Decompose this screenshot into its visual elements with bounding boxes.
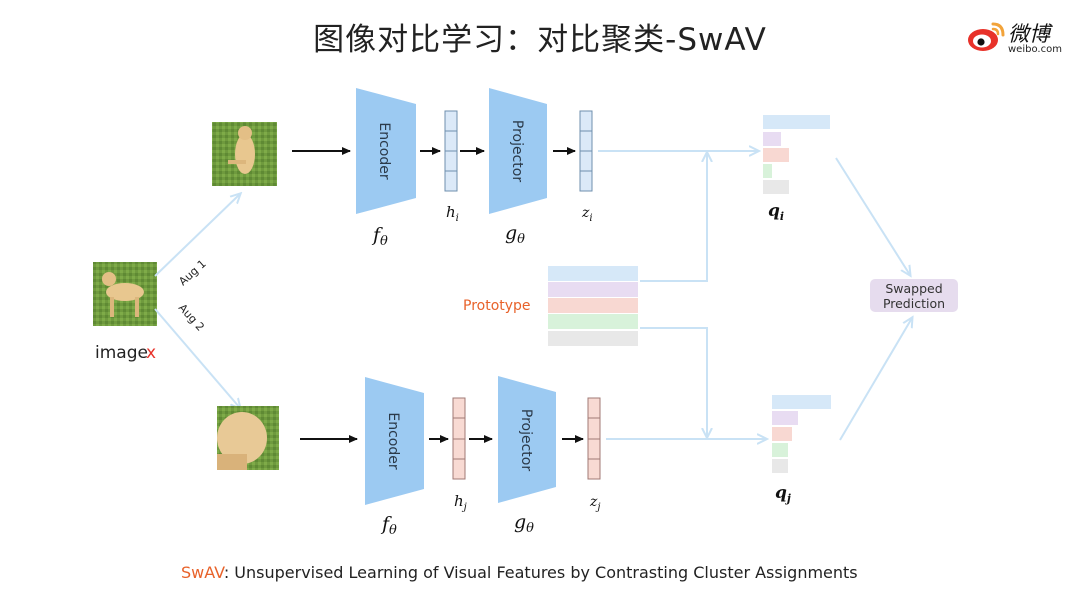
top-f-theta: fθ [371,224,388,249]
top-h-vector [444,110,458,192]
bottom-projector [498,376,556,503]
top-z-label: zi [581,205,593,224]
bottom-z-vector [587,397,601,480]
aug2-label: Aug 2 [176,301,207,333]
top-h-label: hi [446,203,459,224]
bottom-projector-label: Projector [518,409,534,471]
bottom-h-vector [452,397,466,480]
top-projector [489,88,547,214]
swapped-prediction-box [870,279,958,312]
bottom-g-theta: gθ [514,511,534,536]
swapped-label-line2: Prediction [883,296,945,311]
bottom-h-label: hj [454,492,467,513]
prototype-matrix [548,266,638,346]
aug2-arrow [154,308,240,408]
prototype-to-top-arrow [640,153,707,282]
weibo-eye-icon [968,22,1005,51]
bottom-f-theta: fθ [380,513,397,538]
input-image [93,262,157,326]
top-encoder [356,88,416,214]
bottom-q-bars [772,395,831,473]
top-projector-label: Projector [509,120,525,182]
weibo-logo: 微博 weibo.com [966,18,1066,58]
prototype-label: Prototype [463,298,531,314]
aug1-label: Aug 1 [176,257,208,288]
citation-text: : Unsupervised Learning of Visual Featur… [223,563,858,582]
bottom-q-label: qj [775,483,791,505]
slide-title: 图像对比学习：对比聚类-SwAV [313,22,767,58]
aug1-arrow [154,194,240,277]
bottom-encoder-label: Encoder [385,412,401,469]
top-encoder-label: Encoder [376,122,392,179]
swapped-label-line1: Swapped [885,281,942,296]
image-var-label: x [146,343,156,363]
q-top-to-swapped-arrow [835,157,910,275]
citation-footer: SwAV: Unsupervised Learning of Visual Fe… [181,563,858,582]
image-label: image [95,343,148,363]
top-q-label: qi [768,201,784,223]
top-z-vector [579,110,593,192]
prototype-to-bottom-arrow [640,327,707,437]
aug2-image [217,406,279,470]
top-q-bars [763,115,830,194]
bottom-encoder [365,377,424,505]
citation-accent: SwAV [181,563,224,582]
top-g-theta: gθ [505,222,525,247]
weibo-logo-text: 微博 [1008,22,1050,46]
q-bottom-to-swapped-arrow [839,318,912,441]
aug1-image [212,122,277,186]
weibo-logo-sub: weibo.com [1008,44,1062,55]
bottom-z-label: zj [589,494,601,513]
